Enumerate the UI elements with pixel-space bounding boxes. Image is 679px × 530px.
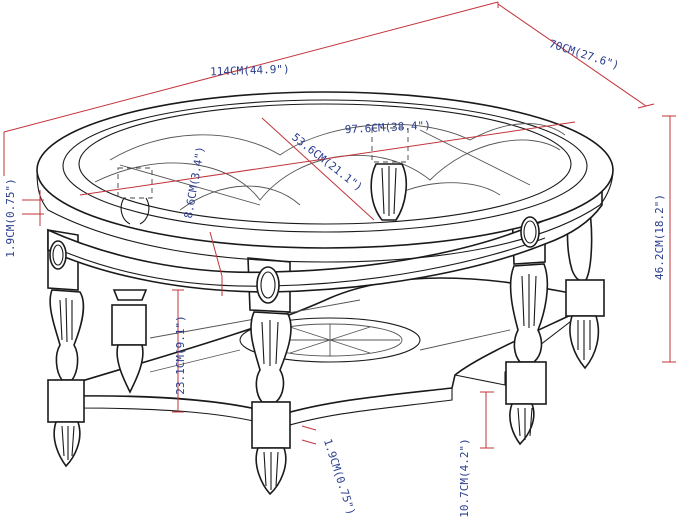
dimension-glass-length-line (79, 121, 576, 196)
leg-back-left (111, 289, 148, 394)
label-top-thickness: 1.9CM(0.75") (4, 178, 17, 257)
label-total-height: 46.2CM(18.2") (653, 194, 666, 280)
label-foot-height: 10.7CM(4.2") (458, 438, 471, 517)
dimension-shelf-thick-b (301, 439, 317, 445)
apron-medallions (49, 216, 540, 304)
dimension-length-line (3, 1, 499, 133)
label-shelf-clearance: 23.1CM(9.1") (174, 315, 187, 394)
dimension-width-line (497, 3, 647, 107)
label-shelf-thickness: 1.9CM(0.75") (321, 437, 358, 517)
leg-back-left-upper (117, 167, 153, 225)
label-glass-length: 97.6CM(38.4") (344, 119, 431, 136)
leg-front-left (47, 229, 85, 468)
dimension-glass-width-line (261, 117, 375, 221)
label-length: 114CM(44.9") (210, 63, 290, 79)
label-width: 70CM(27.6") (547, 37, 620, 72)
dimension-lines (3, 1, 676, 449)
dimension-apron-line-a (209, 231, 223, 277)
dimension-width-ext (637, 103, 655, 109)
leg-back-middle (370, 127, 409, 221)
dimension-shelf-thick-a (301, 425, 317, 431)
